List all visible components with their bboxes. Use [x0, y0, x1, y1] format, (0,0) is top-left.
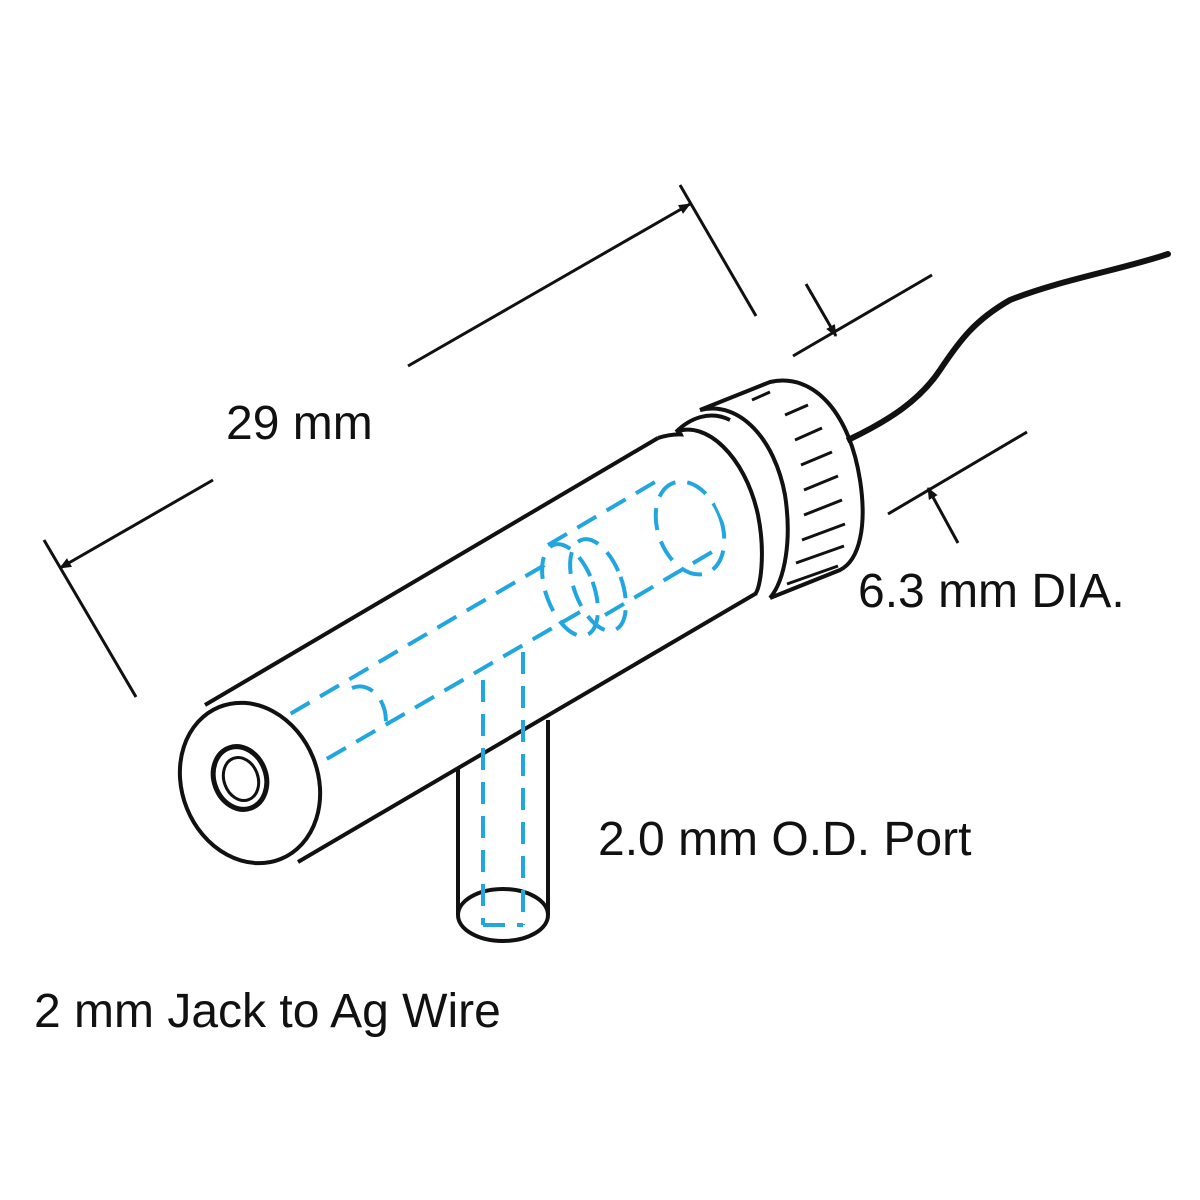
length-dimension	[42, 184, 758, 698]
port-label: 2.0 mm O.D. Port	[598, 813, 972, 866]
knurled-cap	[674, 378, 865, 600]
length-label: 29 mm	[226, 397, 373, 450]
side-port-tube	[456, 720, 550, 943]
knurl-ridges	[751, 390, 846, 586]
lead-wire	[845, 251, 1171, 443]
diameter-label: 6.3 mm DIA.	[858, 565, 1125, 618]
hidden-lines	[230, 479, 727, 927]
diameter-dimension	[792, 273, 1028, 544]
jack-label: 2 mm Jack to Ag Wire	[34, 985, 501, 1038]
barrel-front-face	[177, 700, 323, 866]
